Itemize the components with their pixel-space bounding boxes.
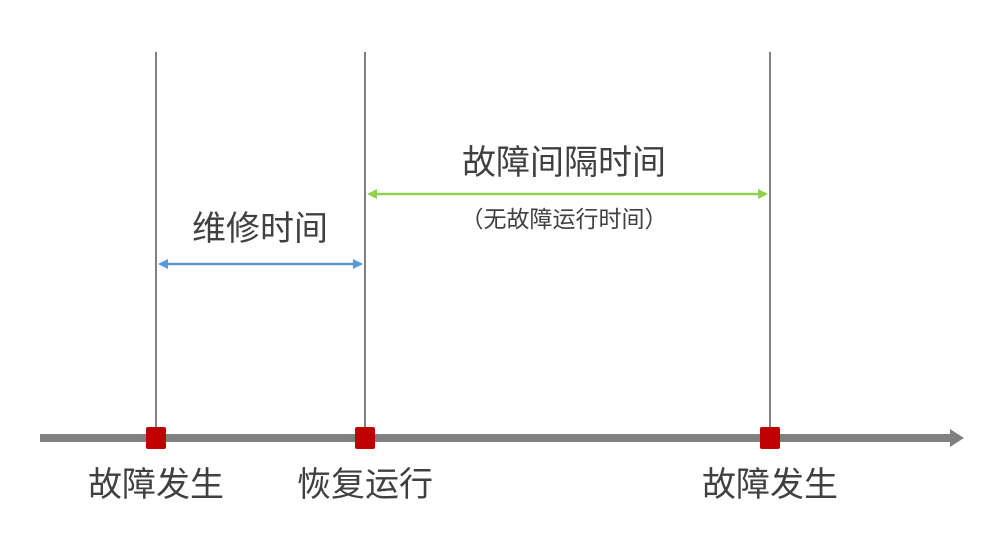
event-marker-restore: [355, 427, 375, 449]
event-marker-failure-1: [146, 427, 166, 449]
event-label-failure-1: 故障发生: [88, 465, 224, 505]
time-between-failures-sublabel: （无故障运行时间）: [460, 207, 668, 233]
event-label-restore: 恢复运行: [297, 465, 433, 505]
repair-time-label: 维修时间: [192, 209, 328, 249]
time-between-failures-label: 故障间隔时间: [462, 143, 666, 183]
time-axis-arrowhead: [950, 429, 964, 447]
event-label-failure-2: 故障发生: [702, 465, 838, 505]
event-marker-failure-2: [760, 427, 780, 449]
